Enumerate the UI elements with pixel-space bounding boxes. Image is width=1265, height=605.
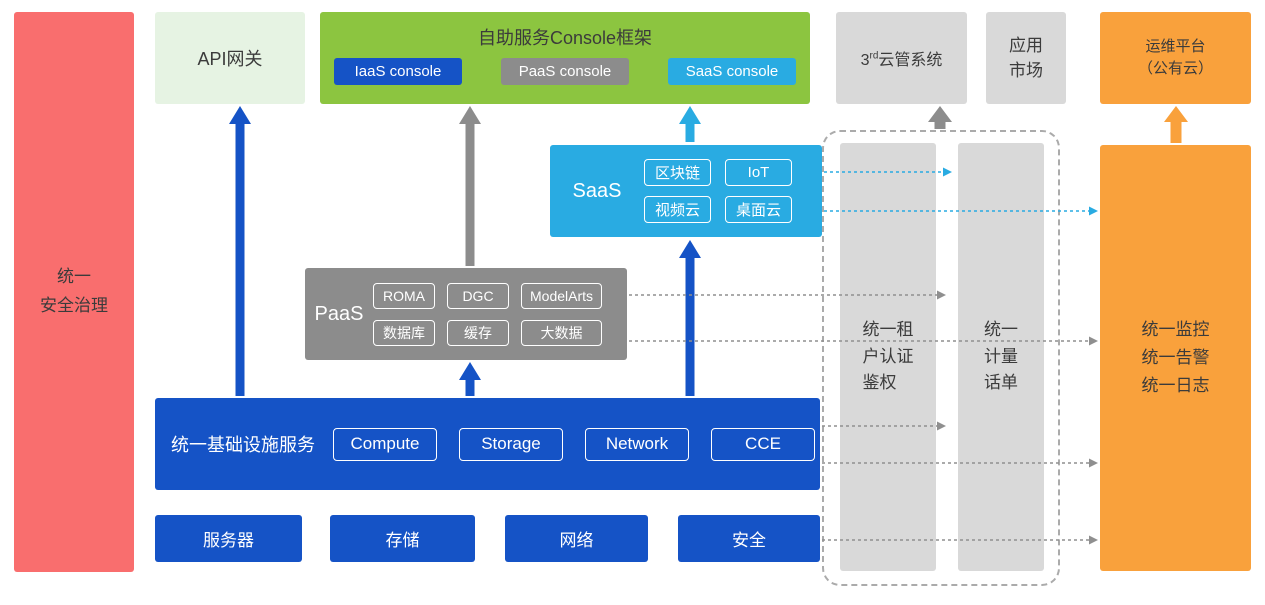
- paas-item-bigdata: 大数据: [521, 319, 603, 346]
- resource-security-label: 安全: [732, 531, 766, 550]
- resource-storage-label: 存储: [385, 531, 420, 550]
- saas-item-iot: IoT: [725, 159, 793, 186]
- resource-network-label: 网络: [559, 531, 594, 550]
- paas-item-roma: ROMA: [373, 282, 435, 309]
- arrow-iaas-to-paas: [459, 362, 481, 396]
- console-framework-box: 自助服务Console框架 IaaS console PaaS console …: [320, 12, 810, 104]
- metering-bar: 统一 计量 话单: [958, 143, 1044, 571]
- saas-item-video-cloud: 视频云: [644, 196, 712, 223]
- paas-item-cache: 缓存: [447, 319, 509, 346]
- third-party-cloud-box: 3rd云管系统: [836, 12, 967, 104]
- saas-item-blockchain: 区块链: [644, 159, 712, 186]
- iaas-label: 统一基础设施服务: [171, 435, 315, 455]
- shared-services-panel: [822, 130, 1060, 586]
- saas-item-desktop-cloud: 桌面云: [725, 196, 793, 223]
- paas-label: PaaS: [314, 302, 364, 325]
- app-market-label: 应用 市场: [1009, 35, 1043, 81]
- third-cloud-prefix: 3: [860, 52, 870, 69]
- saas-console-chip: SaaS console: [668, 58, 796, 85]
- paas-item-dgc: DGC: [447, 282, 509, 309]
- resource-server-box: 服务器: [155, 515, 302, 562]
- paas-items: ROMA DGC ModelArts 数据库 缓存 大数据: [373, 282, 603, 346]
- third-cloud-sup: rd: [869, 50, 879, 62]
- monitoring-bar: 统一监控 统一告警 统一日志: [1100, 145, 1251, 571]
- arrow-iaas-to-api-gateway: [229, 106, 251, 396]
- app-market-box: 应用 市场: [986, 12, 1066, 104]
- iaas-items: Compute Storage Network CCE: [333, 427, 815, 461]
- iaas-console-chip: IaaS console: [334, 58, 462, 85]
- arrow-monitoring-to-ops: [1164, 106, 1188, 143]
- console-row: IaaS console PaaS console SaaS console: [334, 58, 796, 85]
- resource-server-label: 服务器: [203, 531, 254, 550]
- iaas-item-network: Network: [585, 427, 689, 461]
- saas-label: SaaS: [572, 179, 622, 202]
- api-gateway-box: API网关: [155, 12, 305, 104]
- security-governance-bar: 统一 安全治理: [14, 12, 134, 572]
- ops-platform-box: 运维平台 （公有云）: [1100, 12, 1251, 104]
- security-governance-label: 统一 安全治理: [40, 267, 108, 315]
- saas-box: SaaS 区块链 IoT 视频云 桌面云: [550, 145, 822, 237]
- arrow-shared-to-third-cloud: [928, 106, 952, 129]
- paas-item-modelarts: ModelArts: [521, 282, 603, 309]
- resource-storage-box: 存储: [330, 515, 475, 562]
- saas-items: 区块链 IoT 视频云 桌面云: [644, 159, 793, 223]
- auth-bar-label: 统一租 户认证 鉴权: [862, 320, 914, 393]
- iaas-item-compute: Compute: [333, 427, 437, 461]
- third-party-cloud-label: 3rd云管系统: [861, 46, 943, 70]
- iaas-item-storage: Storage: [459, 427, 563, 461]
- auth-bar: 统一租 户认证 鉴权: [840, 143, 936, 571]
- arrow-saas-to-console: [679, 106, 701, 142]
- metering-bar-label: 统一 计量 话单: [984, 320, 1018, 393]
- resource-security-box: 安全: [678, 515, 820, 562]
- ops-platform-label: 运维平台 （公有云）: [1137, 37, 1213, 78]
- third-cloud-suffix: 云管系统: [878, 52, 943, 69]
- resource-network-box: 网络: [505, 515, 648, 562]
- api-gateway-label: API网关: [197, 49, 263, 69]
- arrow-iaas-to-saas: [679, 240, 701, 396]
- arrow-paas-to-console: [459, 106, 481, 266]
- iaas-item-cce: CCE: [711, 427, 815, 461]
- monitoring-bar-label: 统一监控 统一告警 统一日志: [1141, 319, 1210, 396]
- paas-console-chip: PaaS console: [501, 58, 629, 85]
- iaas-box: 统一基础设施服务 Compute Storage Network CCE: [155, 398, 820, 490]
- paas-item-database: 数据库: [373, 319, 435, 346]
- console-framework-title: 自助服务Console框架: [477, 28, 653, 48]
- paas-box: PaaS ROMA DGC ModelArts 数据库 缓存 大数据: [305, 268, 627, 360]
